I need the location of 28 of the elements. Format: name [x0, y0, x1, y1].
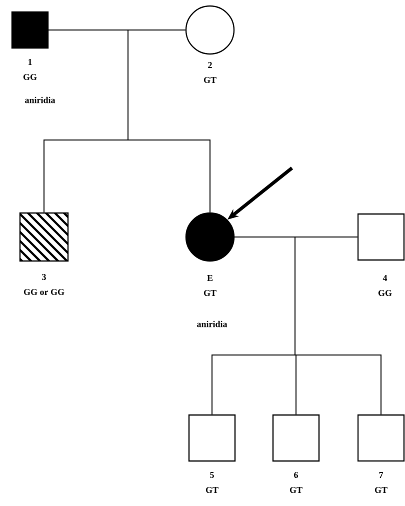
pedigree-line [48, 30, 210, 213]
pedigree-square [272, 414, 320, 462]
individual-number: 4 [382, 275, 388, 281]
genotype-label: GT [206, 486, 218, 494]
individual-number: 3 [42, 274, 46, 280]
pedigree-square [11, 11, 49, 49]
pedigree-circle [185, 212, 235, 262]
pedigree-square [357, 414, 405, 462]
hatched-square [19, 212, 69, 262]
pedigree-line [234, 236, 382, 415]
phenotype-label: aniridia [25, 96, 56, 104]
genotype-label: GT [204, 76, 216, 84]
genotype-label: GG [23, 74, 37, 80]
phenotype-label: aniridia [197, 320, 228, 328]
individual-number: 2 [208, 62, 212, 68]
individual-number: 1 [28, 59, 32, 65]
individual-number: E [207, 275, 213, 281]
individual-number: 5 [210, 472, 214, 478]
pedigree-circle [185, 5, 235, 55]
genotype-label: GT [374, 486, 388, 494]
pedigree-square [357, 213, 405, 261]
genotype-label: GG [378, 290, 392, 296]
genotype-label: GT [204, 290, 216, 296]
individual-number: 7 [379, 472, 384, 478]
genotype-label: GG or GG [24, 288, 64, 296]
genotype-label: GT [290, 486, 302, 494]
pedigree-square [188, 414, 236, 462]
individual-number: 6 [294, 472, 298, 478]
